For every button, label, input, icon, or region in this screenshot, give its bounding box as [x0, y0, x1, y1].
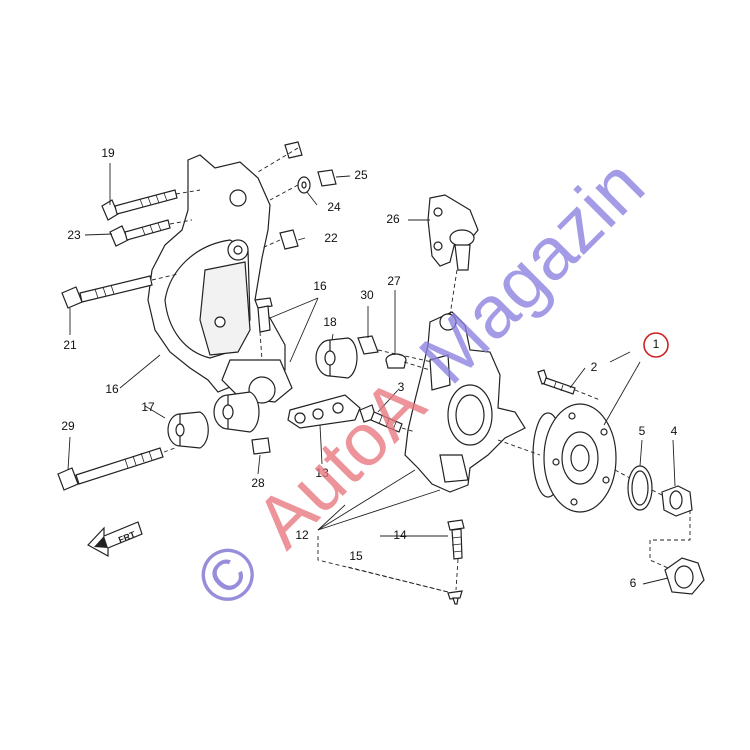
callout-labels: 1 2 3 4 5 6 12 13 14 15 16 16 17 18 19 2… [61, 146, 677, 590]
stud-14 [447, 519, 465, 560]
callout-6: 6 [630, 576, 637, 590]
callout-25: 25 [354, 168, 368, 182]
bolt-19 [101, 189, 178, 221]
bushing-18 [315, 337, 358, 379]
callout-19: 19 [101, 146, 115, 160]
leader-lines [67, 163, 676, 585]
wheel-hub-1 [532, 403, 617, 513]
hub-cap-6 [664, 557, 705, 595]
callout-17: 17 [141, 400, 155, 414]
callout-21: 21 [63, 338, 77, 352]
bolt-29 [57, 447, 164, 491]
assembly-lines [151, 147, 691, 593]
wheel-stud-2 [537, 369, 576, 395]
callout-27: 27 [387, 274, 401, 288]
callout-4: 4 [671, 424, 678, 438]
highlight-circle-part-1 [643, 332, 669, 358]
bolt-small-16 [254, 297, 273, 333]
nut-top [284, 141, 303, 159]
callout-5: 5 [639, 424, 646, 438]
bolt-21 [61, 275, 153, 309]
callout-18: 18 [323, 315, 337, 329]
washer-27 [385, 353, 407, 369]
callout-16-upper: 16 [313, 279, 327, 293]
nut-22 [279, 229, 299, 250]
callout-13: 13 [315, 466, 329, 480]
bolt-23 [109, 219, 171, 247]
ball-joint-26 [427, 194, 479, 271]
watermark-brand-part2: Magazin [403, 142, 659, 398]
nut-28 [251, 437, 271, 455]
front-direction-arrow: FRT [87, 521, 143, 558]
callout-12: 12 [295, 528, 309, 542]
steering-knuckle [404, 311, 526, 493]
callout-29: 29 [61, 419, 75, 433]
bushing-17 [167, 411, 209, 449]
watermark-copyright-symbol: © [179, 526, 276, 623]
nut-30 [357, 335, 379, 355]
callout-28: 28 [251, 476, 265, 490]
callout-30: 30 [360, 288, 374, 302]
callout-16-lower: 16 [105, 382, 119, 396]
callout-26: 26 [386, 212, 400, 226]
subframe-control-arm [147, 154, 293, 404]
callout-23: 23 [67, 228, 81, 242]
callout-15: 15 [349, 549, 363, 563]
callout-24: 24 [327, 200, 341, 214]
callout-3: 3 [398, 380, 405, 394]
callout-22: 22 [324, 231, 338, 245]
bolt-3 [359, 404, 403, 433]
callout-14: 14 [393, 528, 407, 542]
callout-2: 2 [591, 360, 598, 374]
washer-24 [297, 176, 311, 194]
seal-ring-5 [627, 465, 653, 511]
bushing-rear [213, 391, 260, 433]
link-bracket-13 [287, 394, 361, 429]
callout-1: 1 [653, 337, 660, 351]
screw-15 [447, 590, 463, 605]
nut-25 [317, 169, 337, 187]
hub-nut-4 [661, 485, 693, 517]
